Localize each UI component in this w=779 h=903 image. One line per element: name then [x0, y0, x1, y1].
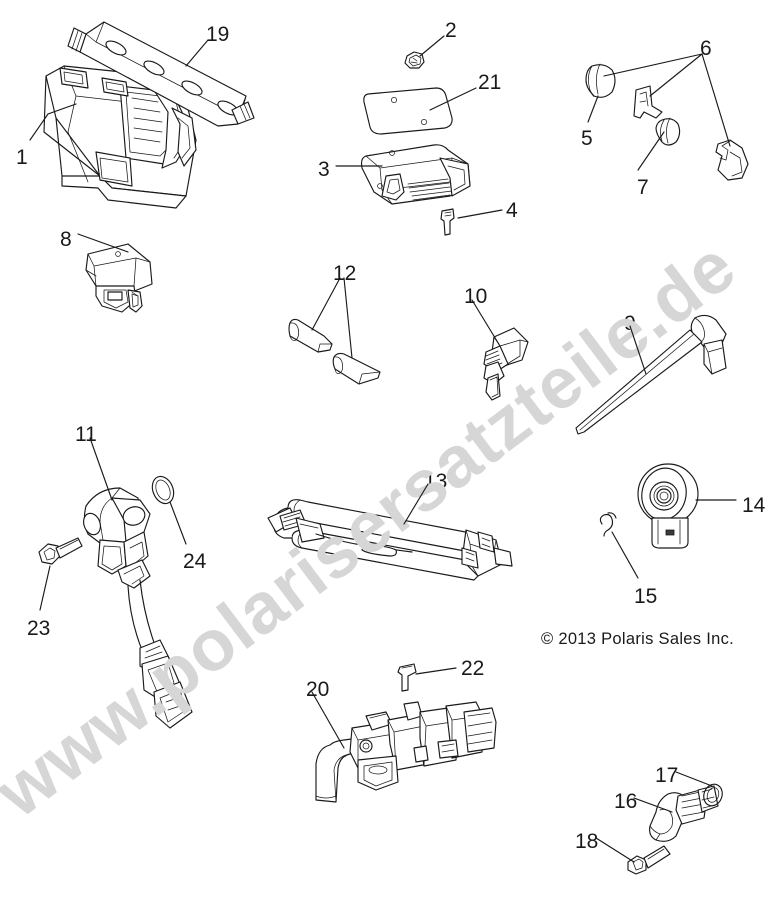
part-nut — [404, 51, 425, 69]
callout-number-23: 23 — [27, 617, 51, 640]
part-retaining-clip — [599, 512, 617, 537]
part-o-ring-small — [703, 783, 723, 807]
part-bolt-sensor — [38, 537, 83, 565]
leader-11 — [89, 437, 113, 501]
leader-15 — [611, 531, 639, 579]
part-cover-plate — [363, 87, 453, 135]
leader-23 — [39, 565, 51, 611]
part-temperature-probe — [575, 314, 727, 435]
copyright-notice: © 2013 Polaris Sales Inc. — [541, 630, 735, 648]
leader-1 — [29, 103, 77, 141]
part-connector-caps — [288, 318, 381, 385]
part-screw-box — [440, 208, 455, 236]
leader-24 — [169, 501, 187, 545]
callout-number-13: 13 — [424, 470, 448, 493]
callout-number-21: 21 — [478, 71, 502, 94]
part-screw-throttle-body — [397, 663, 417, 692]
leader-9 — [629, 325, 647, 375]
leader-18 — [595, 837, 635, 863]
leader-8 — [77, 233, 129, 253]
callout-number-15: 15 — [634, 585, 658, 608]
callout-number-11: 11 — [75, 423, 97, 446]
leader-13 — [403, 483, 429, 525]
callout-number-14: 14 — [742, 494, 766, 517]
callout-number-24: 24 — [183, 550, 207, 573]
leader-2 — [419, 35, 445, 57]
leader-10 — [471, 299, 501, 347]
leader-17 — [675, 771, 713, 787]
leader-20 — [311, 691, 345, 749]
part-clip-set — [633, 85, 749, 181]
callout-number-6: 6 — [700, 37, 712, 60]
leader-19 — [185, 39, 209, 67]
callout-number-9: 9 — [624, 312, 636, 335]
callout-number-5: 5 — [581, 127, 593, 150]
part-control-box-housing — [360, 144, 471, 205]
part-throttle-position-sensor-assembly — [83, 487, 193, 729]
leader-5 — [587, 95, 599, 123]
callout-number-20: 20 — [306, 678, 330, 701]
callout-number-17: 17 — [655, 764, 679, 787]
callout-number-4: 4 — [506, 199, 518, 222]
callout-number-3: 3 — [318, 158, 330, 181]
callout-number-7: 7 — [637, 176, 649, 199]
callout-number-16: 16 — [614, 790, 638, 813]
callout-number-10: 10 — [464, 285, 488, 308]
callout-number-12: 12 — [333, 262, 357, 285]
callout-number-18: 18 — [575, 830, 599, 853]
part-coolant-temperature-sensor — [483, 327, 529, 401]
part-sensor-module — [85, 243, 153, 313]
part-throttle-body-assembly — [315, 701, 497, 803]
leader-12 — [311, 277, 353, 359]
part-mounting-bracket-strap — [67, 21, 255, 127]
callout-number-8: 8 — [60, 228, 72, 251]
part-cap-round — [585, 63, 616, 98]
leader-21 — [429, 87, 477, 111]
callout-number-19: 19 — [206, 23, 230, 46]
part-engine-control-module — [43, 65, 197, 209]
callout-number-22: 22 — [461, 657, 485, 680]
leader-4 — [457, 209, 503, 219]
callout-number-2: 2 — [445, 19, 457, 42]
leader-7 — [637, 131, 665, 171]
leader-16 — [633, 797, 673, 813]
part-o-ring-large — [151, 475, 175, 505]
part-speed-sensor-pickup — [637, 463, 699, 549]
leader-6 — [603, 53, 731, 147]
part-fuel-rail-injector-assembly — [267, 499, 513, 581]
leader-22 — [415, 667, 457, 675]
callout-number-1: 1 — [16, 146, 28, 169]
